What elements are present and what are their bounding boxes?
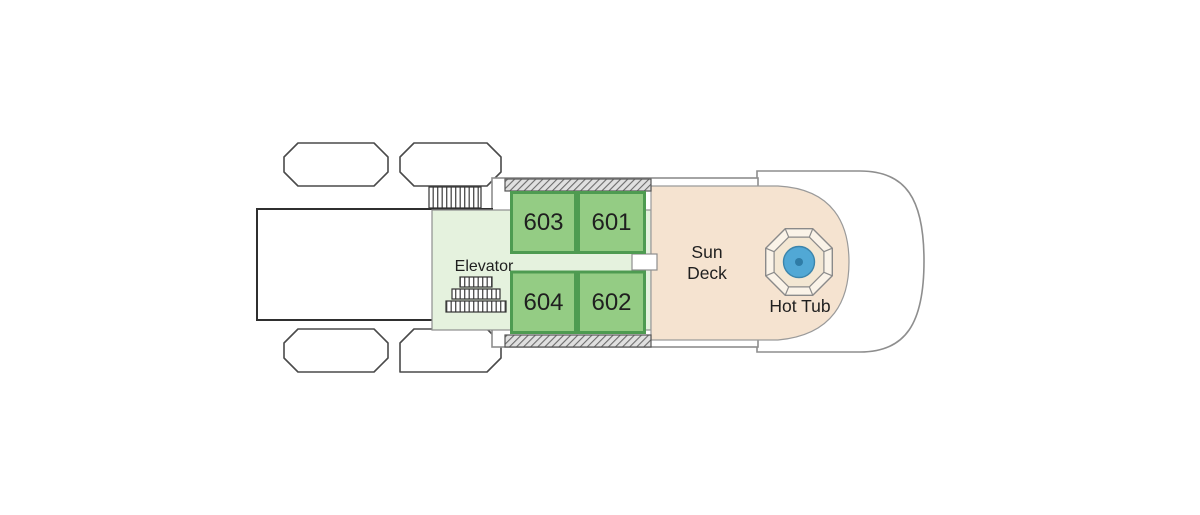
elevator-label: Elevator (455, 258, 514, 275)
deck-structure-outline-top-1 (283, 142, 389, 187)
cabin-603-label: 603 (523, 209, 563, 236)
passage-notch (631, 253, 658, 271)
deck-structure-outline-bottom-2 (399, 328, 502, 373)
sun-deck-label-line2: Deck (687, 263, 727, 283)
sun-deck-label-line1: Sun (691, 242, 722, 262)
deck-structure-outline-bottom-1 (283, 328, 389, 373)
hatch-strip-bottom (504, 334, 652, 348)
gangway-hatch-icon (428, 186, 482, 209)
sun-deck-area (650, 185, 850, 341)
cabin-602-label: 602 (591, 289, 631, 316)
deck-structure-outline-top-2 (399, 142, 502, 187)
cabin-602[interactable] (577, 270, 646, 334)
cabin-601[interactable] (577, 191, 646, 254)
hatch-strip-top (504, 178, 652, 192)
cabins-group: 603 601 604 602 (510, 191, 646, 334)
hot-tub-label: Hot Tub (769, 296, 830, 316)
cabin-603[interactable] (510, 191, 577, 254)
hot-tub-icon (765, 227, 833, 296)
cabin-601-label: 601 (591, 209, 631, 236)
cabin-604[interactable] (510, 270, 577, 334)
cabin-604-label: 604 (523, 289, 563, 316)
stairs-icon (445, 276, 507, 313)
